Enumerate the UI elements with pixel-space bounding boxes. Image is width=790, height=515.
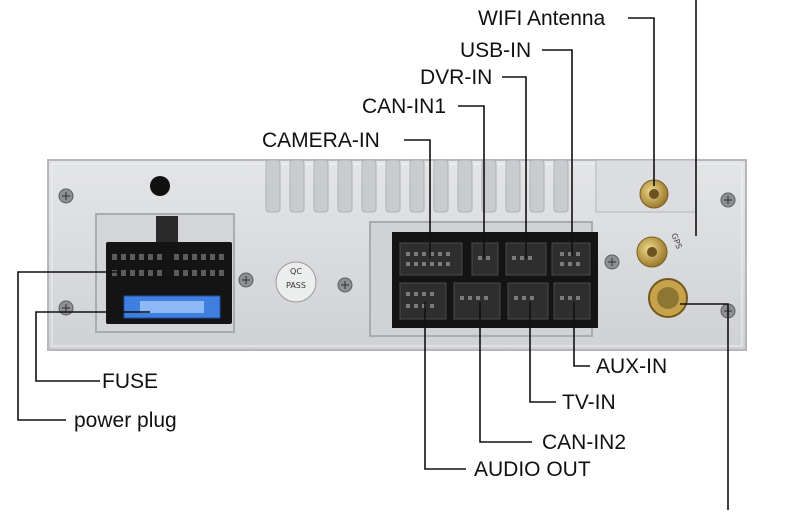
label-fuse: FUSE [102, 370, 159, 393]
label-power-plug: power plug [74, 409, 177, 432]
qc-pass-stamp [275, 261, 317, 303]
label-audio-out: AUDIO OUT [474, 458, 591, 481]
label-camera-in: CAMERA-IN [262, 129, 380, 152]
label-usb-in: USB-IN [460, 39, 532, 62]
power-connector-pins [112, 254, 224, 276]
av-sockets [399, 242, 591, 320]
label-dvr-in: DVR-IN [420, 66, 493, 89]
qc-stamp-line1: QC [290, 267, 302, 276]
label-can-in2: CAN-IN2 [542, 431, 627, 454]
label-aux-in: AUX-IN [596, 355, 668, 378]
label-can-in1: CAN-IN1 [362, 95, 447, 118]
label-wifi-antenna: WIFI Antenna [478, 7, 606, 30]
fuse-window [140, 301, 204, 313]
label-tv-in: TV-IN [562, 391, 616, 414]
qc-stamp-line2: PASS [286, 281, 306, 290]
heatsink-fins [265, 159, 569, 213]
av-socket-pins [406, 252, 580, 308]
power-connector-tab [156, 216, 178, 244]
leader-lines [17, 0, 729, 510]
mount-hole [150, 176, 170, 196]
